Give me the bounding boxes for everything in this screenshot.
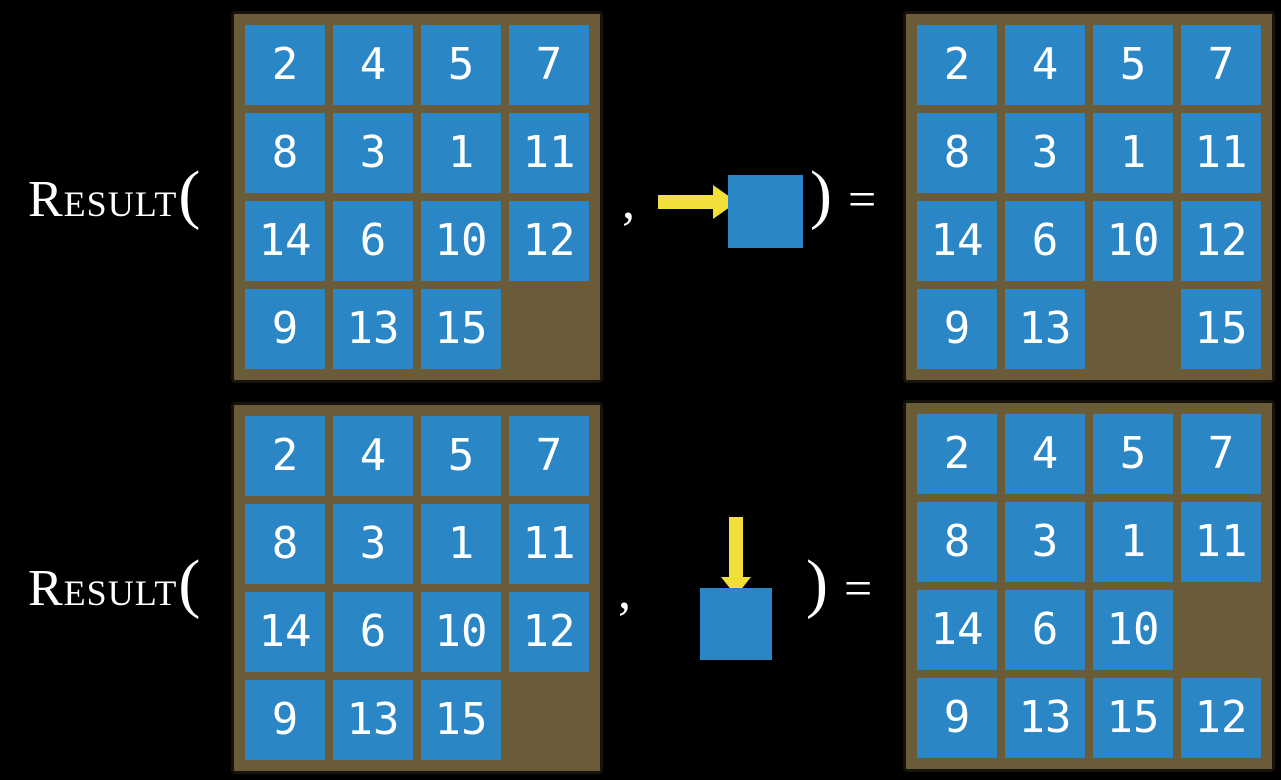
tile-2: 2: [917, 25, 997, 105]
tile-9: 9: [245, 680, 325, 760]
tile-14: 14: [245, 592, 325, 672]
open-paren: (: [178, 547, 201, 620]
tile-13: 13: [1005, 289, 1085, 369]
tile-14: 14: [245, 201, 325, 281]
tile-7: 7: [1181, 414, 1261, 494]
tile-1: 1: [1093, 502, 1173, 582]
tile-3: 3: [1005, 502, 1085, 582]
equals-sign: =: [847, 171, 877, 227]
empty-cell: [1181, 590, 1261, 670]
tile-7: 7: [1181, 25, 1261, 105]
tile-15: 15: [1093, 678, 1173, 758]
tile-8: 8: [245, 504, 325, 584]
empty-cell: [509, 289, 589, 369]
function-name: Result: [28, 560, 178, 617]
close-paren: ): [810, 158, 832, 231]
tile-11: 11: [1181, 113, 1261, 193]
tile-1: 1: [421, 504, 501, 584]
close-paren-equals-1: )=: [810, 162, 876, 228]
tile-4: 4: [1005, 414, 1085, 494]
tile-10: 10: [1093, 590, 1173, 670]
tile-11: 11: [1181, 502, 1261, 582]
tile-4: 4: [333, 416, 413, 496]
tile-11: 11: [509, 113, 589, 193]
result-function-label-1: Result(: [28, 162, 200, 228]
action-tile-1: [728, 175, 803, 248]
tile-13: 13: [333, 680, 413, 760]
tile-6: 6: [1005, 590, 1085, 670]
tile-12: 12: [1181, 678, 1261, 758]
tile-12: 12: [1181, 201, 1261, 281]
empty-cell: [509, 680, 589, 760]
tile-5: 5: [421, 416, 501, 496]
open-paren: (: [178, 158, 201, 231]
tile-9: 9: [917, 289, 997, 369]
tile-6: 6: [333, 592, 413, 672]
tile-14: 14: [917, 590, 997, 670]
result-function-label-2: Result(: [28, 551, 200, 617]
tile-13: 13: [1005, 678, 1085, 758]
tile-2: 2: [917, 414, 997, 494]
tile-4: 4: [1005, 25, 1085, 105]
tile-5: 5: [421, 25, 501, 105]
tile-15: 15: [421, 289, 501, 369]
tile-10: 10: [421, 201, 501, 281]
close-paren: ): [806, 547, 828, 620]
tile-11: 11: [509, 504, 589, 584]
tile-10: 10: [1093, 201, 1173, 281]
tile-1: 1: [421, 113, 501, 193]
tile-13: 13: [333, 289, 413, 369]
tile-8: 8: [917, 113, 997, 193]
tile-15: 15: [421, 680, 501, 760]
tile-5: 5: [1093, 414, 1173, 494]
tile-12: 12: [509, 201, 589, 281]
tile-15: 15: [1181, 289, 1261, 369]
tile-5: 5: [1093, 25, 1173, 105]
comma-separator-1: ,: [622, 173, 635, 230]
tile-12: 12: [509, 592, 589, 672]
tile-4: 4: [333, 25, 413, 105]
comma-separator-2: ,: [618, 563, 631, 620]
arrow-right-icon: [658, 184, 738, 225]
tile-8: 8: [917, 502, 997, 582]
tile-7: 7: [509, 25, 589, 105]
tile-3: 3: [333, 113, 413, 193]
tile-8: 8: [245, 113, 325, 193]
tile-10: 10: [421, 592, 501, 672]
tile-14: 14: [917, 201, 997, 281]
tile-9: 9: [917, 678, 997, 758]
tile-3: 3: [333, 504, 413, 584]
tile-9: 9: [245, 289, 325, 369]
tile-6: 6: [333, 201, 413, 281]
arrow-down-icon: [720, 517, 752, 602]
tile-7: 7: [509, 416, 589, 496]
tile-6: 6: [1005, 201, 1085, 281]
close-paren-equals-2: )=: [806, 551, 872, 617]
tile-2: 2: [245, 25, 325, 105]
tile-1: 1: [1093, 113, 1173, 193]
empty-cell: [1093, 289, 1173, 369]
equals-sign: =: [843, 560, 873, 616]
function-name: Result: [28, 171, 178, 228]
tile-2: 2: [245, 416, 325, 496]
tile-3: 3: [1005, 113, 1085, 193]
action-tile-2: [700, 588, 772, 660]
